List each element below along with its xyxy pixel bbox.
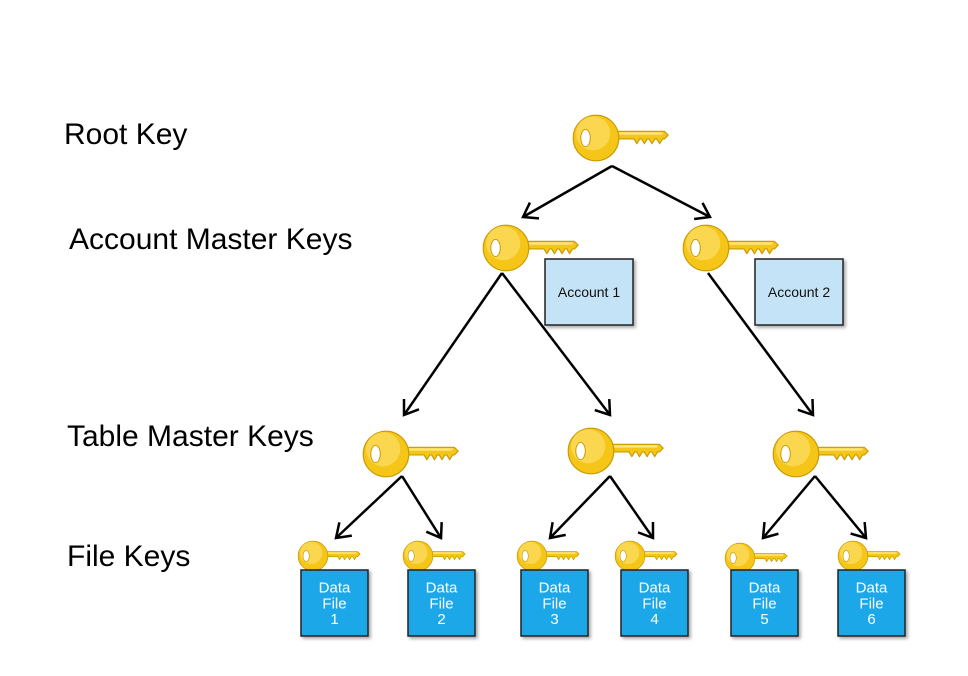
data-file-box-6-text: File	[859, 595, 883, 612]
file-key-5-icon	[724, 542, 788, 574]
arrow-table-3-to-file-6	[814, 475, 868, 540]
arrow-root-to-account-1	[521, 164, 613, 220]
root-key-icon	[572, 114, 669, 162]
data-file-box-1-text: File	[322, 595, 346, 612]
data-file-box-4-text: 4	[650, 611, 658, 628]
data-file-box-5-text: Data	[749, 580, 781, 597]
data-file-box-3-text: Data	[539, 580, 571, 597]
file-key-2-icon	[402, 540, 466, 572]
data-file-box-5-text: 5	[760, 611, 768, 628]
account-box-1: Account 1	[544, 258, 634, 326]
data-file-box-1-text: 1	[330, 611, 338, 628]
data-file-box-2-text: File	[429, 595, 453, 612]
arrow-table-2-to-file-3	[548, 475, 611, 540]
level-label-table-master-keys: Table Master Keys	[67, 420, 314, 453]
level-label-account-master-keys: Account Master Keys	[69, 223, 353, 256]
account-2-key-icon	[682, 224, 779, 272]
data-file-box-5-text: File	[752, 595, 776, 612]
arrow-table-3-to-file-5	[761, 475, 816, 540]
file-key-3-icon	[516, 540, 580, 572]
arrow-account-1-to-table-1	[402, 272, 504, 417]
account-1-key-icon	[482, 224, 579, 272]
arrow-account-2-to-table-3	[706, 272, 815, 417]
file-key-6-icon	[837, 540, 901, 572]
file-key-4-icon	[614, 540, 678, 572]
data-file-box-4-text: Data	[639, 580, 671, 597]
keys-layer	[297, 114, 901, 574]
account-box-2: Account 2	[754, 258, 844, 326]
data-file-box-6-text: Data	[856, 580, 888, 597]
data-file-box-6-text: 6	[867, 611, 875, 628]
table-2-key-icon	[567, 427, 664, 475]
data-file-box-4-text: File	[642, 595, 666, 612]
table-1-key-icon	[362, 430, 459, 478]
arrow-account-1-to-table-2	[501, 272, 612, 417]
arrows-layer	[334, 164, 868, 540]
level-label-file-keys: File Keys	[67, 540, 191, 573]
arrow-table-1-to-file-2	[400, 475, 443, 540]
arrow-table-1-to-file-1	[334, 475, 403, 540]
file-key-1-icon	[297, 540, 361, 572]
account-box-2-text: Account 2	[768, 284, 830, 300]
arrow-table-2-to-file-4	[608, 475, 655, 540]
data-file-box-3-text: 3	[550, 611, 558, 628]
data-file-box-1-text: Data	[319, 580, 351, 597]
account-box-1-text: Account 1	[558, 284, 620, 300]
data-file-box-2-text: 2	[437, 611, 445, 628]
table-3-key-icon	[772, 430, 869, 478]
data-file-box-3-text: File	[542, 595, 566, 612]
level-label-root-key: Root Key	[64, 118, 188, 151]
arrow-root-to-account-2	[611, 164, 712, 221]
data-file-box-2-text: Data	[426, 580, 458, 597]
